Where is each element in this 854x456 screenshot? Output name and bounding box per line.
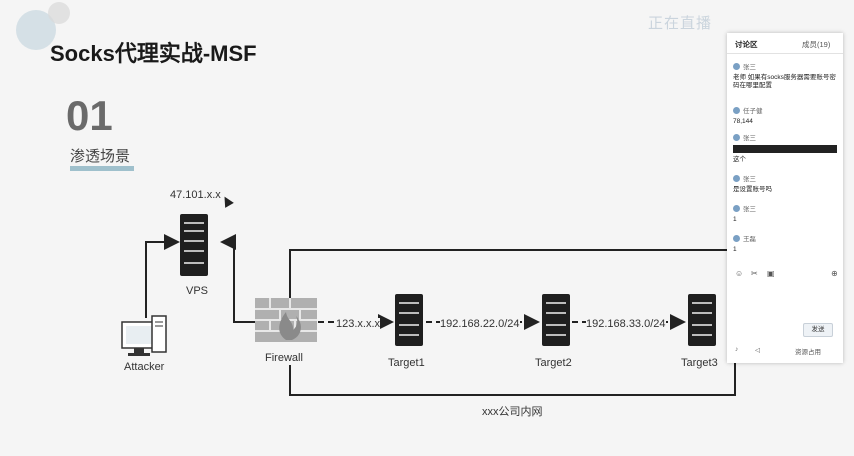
speaker-icon[interactable]: ◁ — [755, 347, 760, 354]
message-text: 老师 如果有socks服务器需要账号密码在哪里配置 — [733, 74, 836, 90]
link-attacker-vps — [145, 234, 180, 318]
firewall-icon — [255, 298, 317, 342]
emoji-icon[interactable]: ☺ — [735, 269, 744, 278]
tab-discussion[interactable]: 讨论区 — [735, 40, 758, 49]
chat-message: 张三 老师 如果有socks服务器需要账号密码在哪里配置 — [733, 61, 839, 91]
message-text: 1 — [733, 216, 737, 223]
message-author: 张三 — [743, 206, 756, 213]
avatar — [733, 133, 740, 141]
chat-tabs: 讨论区 成员(19) — [727, 33, 843, 54]
link-label-target1-target2: 192.168.22.0/24 — [440, 318, 520, 330]
target1-server-icon — [395, 294, 423, 346]
chat-toolbar: ☺ ✂ ▣ ⊕ — [733, 269, 839, 279]
vps-label: VPS — [186, 285, 209, 297]
resource-usage-label: 资源占用 — [795, 349, 821, 356]
avatar — [733, 106, 740, 114]
link-label-firewall-target1: 123.x.x.x — [336, 318, 381, 330]
section-label: 渗透场景 — [70, 148, 131, 165]
avatar — [733, 204, 740, 212]
target1-label: Target1 — [388, 357, 425, 369]
chat-message: 张三 1 — [733, 203, 839, 224]
chat-message: 张三 是设置账号吗 — [733, 173, 839, 194]
chat-message: 张三 这个 — [733, 132, 839, 164]
message-author: 张三 — [743, 135, 756, 142]
chat-panel: 讨论区 成员(19) 张三 老师 如果有socks服务器需要账号密码在哪里配置 … — [727, 33, 843, 363]
avatar — [733, 174, 740, 182]
microphone-icon[interactable]: ♪ — [735, 346, 739, 353]
attacker-computer-icon — [121, 315, 167, 356]
message-text: 1 — [733, 246, 737, 253]
chat-bottom-bar: ♪ ◁ 资源占用 — [733, 346, 839, 356]
message-text: 78,144 — [733, 118, 753, 125]
message-author: 王磊 — [743, 236, 756, 243]
add-icon[interactable]: ⊕ — [831, 269, 838, 278]
intranet-label: xxx公司内网 — [482, 406, 543, 418]
message-author: 张三 — [743, 64, 756, 71]
tab-members[interactable]: 成员(19) — [802, 40, 831, 49]
vps-server-icon — [180, 214, 208, 276]
message-text: 是设置账号吗 — [733, 186, 772, 193]
image-icon[interactable]: ▣ — [767, 269, 775, 278]
message-author: 张三 — [743, 176, 756, 183]
section-underline — [70, 166, 134, 171]
target2-server-icon — [542, 294, 570, 346]
decorative-circle-small — [48, 2, 70, 24]
avatar — [733, 62, 740, 70]
chat-message: 王磊 1 — [733, 233, 839, 254]
vps-ip: 47.101.x.x — [170, 189, 221, 201]
target3-server-icon — [688, 294, 716, 346]
firewall-label: Firewall — [265, 352, 303, 364]
section-number: 01 — [66, 92, 113, 139]
slide-title: Socks代理实战-MSF — [50, 41, 257, 66]
avatar — [733, 234, 740, 242]
link-label-target2-target3: 192.168.33.0/24 — [586, 318, 666, 330]
attacker-label: Attacker — [124, 361, 165, 373]
target2-label: Target2 — [535, 357, 572, 369]
link-firewall-vps — [220, 234, 255, 323]
redacted-message — [733, 145, 837, 153]
message-author: 任子健 — [743, 108, 763, 115]
scissors-icon[interactable]: ✂ — [751, 269, 758, 278]
chat-message: 任子健 78,144 — [733, 105, 839, 126]
message-text: 这个 — [733, 156, 746, 163]
target3-label: Target3 — [681, 357, 718, 369]
watermark: 正在直播 — [648, 15, 713, 32]
send-button[interactable]: 发送 — [803, 323, 833, 337]
